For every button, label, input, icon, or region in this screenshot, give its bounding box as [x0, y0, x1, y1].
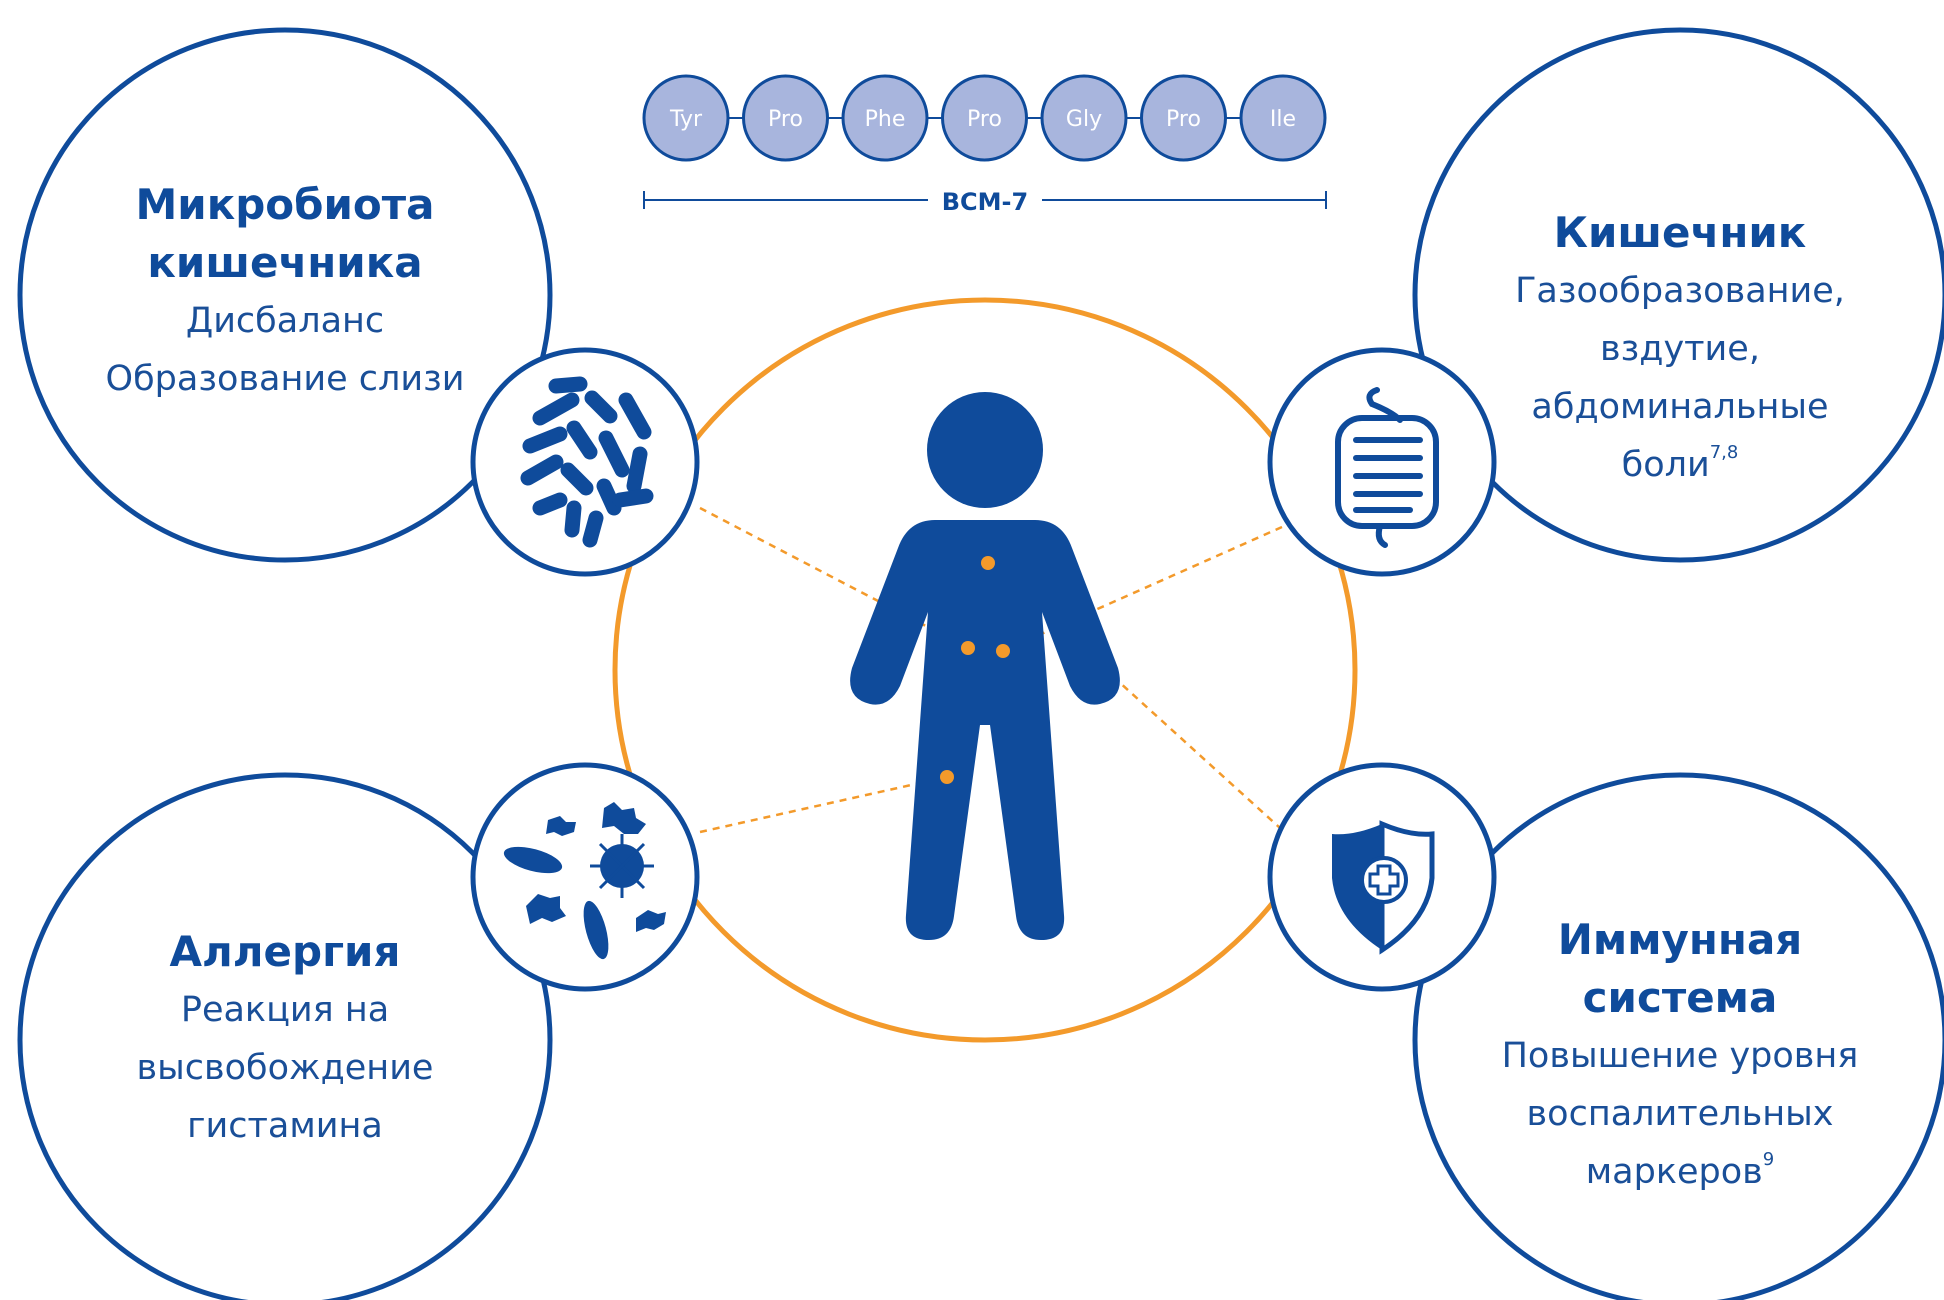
allergy-title: Аллергия: [169, 927, 401, 976]
microbiota-description: Дисбаланс Образование слизи: [105, 301, 465, 399]
intestine-icon: [1267, 347, 1497, 577]
immune-title: Иммунная система: [1557, 915, 1803, 1022]
immune-reference: 9: [1762, 1149, 1775, 1170]
amino-acid-pro: Pro: [742, 74, 829, 162]
amino-acid-label: Gly: [1066, 107, 1102, 132]
immune-text: Иммунная система Повышение уровня воспал…: [1480, 911, 1880, 1201]
amino-acid-label: Pro: [768, 107, 803, 132]
peptide-chain: Tyr Pro Phe Pro Gly Pro Ile BCM-7: [642, 74, 1327, 216]
body-effect-circle: [612, 297, 1358, 1043]
microbiota-text: Микробиота кишечника Дисбаланс Образован…: [90, 176, 480, 408]
microbiota-panel-circle: [17, 27, 553, 563]
bacteria-icon: [470, 347, 700, 577]
point-marker: [981, 556, 995, 570]
amino-acid-label: Tyr: [669, 107, 703, 132]
amino-acid-gly: Gly: [1040, 74, 1128, 162]
amino-acid-label: Phe: [865, 107, 906, 132]
point-marker: [940, 770, 954, 784]
amino-acid-label: Pro: [967, 107, 1002, 132]
amino-acid-label: Ile: [1270, 107, 1296, 132]
body-point-markers: [940, 556, 1010, 784]
shield-cross-icon: [1267, 762, 1497, 992]
gut-reference: 7,8: [1709, 442, 1739, 463]
gut-text: Кишечник Газообразование, вздутие, абдом…: [1480, 204, 1880, 494]
amino-acid-ile: Ile: [1239, 74, 1327, 162]
amino-acid-tyr: Tyr: [642, 74, 730, 162]
human-figure-icon: [850, 392, 1120, 940]
allergy-description: Реакция на высвобождение гистамина: [136, 990, 434, 1146]
amino-acid-pro: Pro: [1140, 74, 1227, 162]
gut-title: Кишечник: [1553, 208, 1807, 257]
point-marker: [996, 644, 1010, 658]
point-marker: [961, 641, 975, 655]
amino-acid-pro: Pro: [941, 74, 1028, 162]
bcm7-label: BCM-7: [942, 188, 1028, 216]
amino-acid-phe: Phe: [841, 74, 929, 162]
amino-acid-label: Pro: [1166, 107, 1201, 132]
gut-panel-circle: [1412, 27, 1944, 563]
gut-description: Газообразование, вздутие, абдоминальные …: [1515, 271, 1845, 485]
allergy-text: Аллергия Реакция на высвобождение гистам…: [90, 923, 480, 1155]
allergy-panel-circle: [17, 772, 553, 1300]
microbes-icon: [470, 762, 700, 992]
immune-panel-circle: [1412, 772, 1944, 1300]
microbiota-title: Микробиота кишечника: [135, 180, 435, 287]
immune-description: Повышение уровня воспалительных маркеров…: [1501, 1036, 1859, 1192]
